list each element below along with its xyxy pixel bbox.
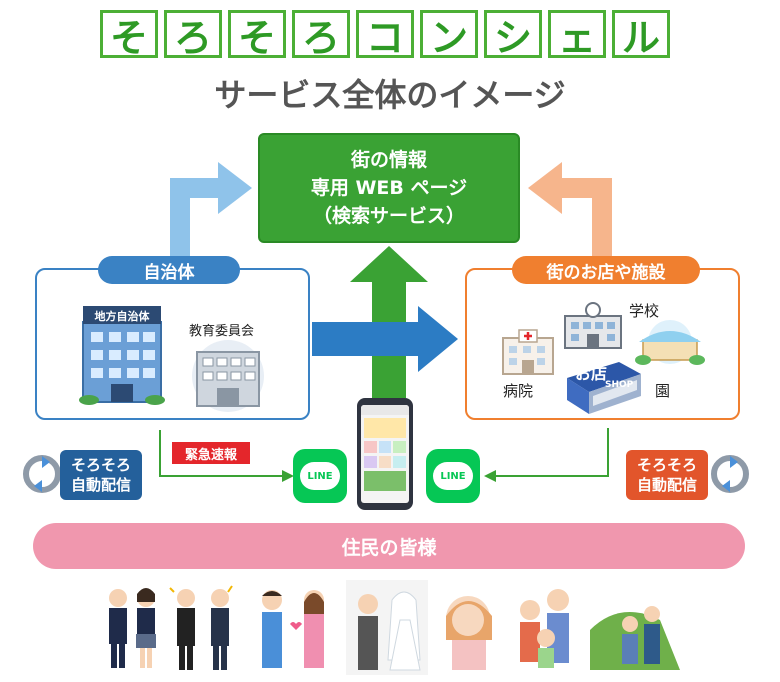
school-building-icon <box>564 302 622 349</box>
municipality-panel: 地方自治体 教育委員会 <box>35 268 310 420</box>
line-app-label: LINE <box>433 462 473 490</box>
school-board-building-icon <box>192 340 264 412</box>
title-char: ン <box>420 10 478 60</box>
shop-sign: SHOP <box>605 380 634 390</box>
education-board-label: 教育委員会 <box>189 324 255 339</box>
family-icon <box>520 589 569 668</box>
sync-icon <box>23 455 61 493</box>
residents-bar: 住民の皆様 <box>33 523 745 569</box>
auto-delivery-right: そろそろ 自動配信 <box>626 450 708 500</box>
arrow-right-up <box>528 162 612 262</box>
web-box-line1: 街の情報 <box>350 149 427 171</box>
hospital-icon <box>502 329 554 375</box>
arrow-left-up <box>170 162 252 262</box>
sync-icon <box>711 455 749 493</box>
web-box-line2: 専用 WEB ページ <box>310 177 468 199</box>
connector-left-head <box>282 470 294 482</box>
hospital-label: 病院 <box>503 382 534 400</box>
smartphone-icon <box>357 398 413 510</box>
smiling-woman-icon <box>446 596 492 670</box>
line-app-icon: LINE <box>426 449 480 503</box>
couple-icon <box>262 590 324 668</box>
building-sign: 地方自治体 <box>94 310 150 323</box>
title-char: コ <box>356 10 414 60</box>
kindergarten-icon <box>635 320 705 365</box>
students-icon <box>109 588 156 668</box>
shops-facilities-panel: 学校 病院 お店 SHOP 園 <box>465 268 740 420</box>
arrow-left-right <box>312 306 458 372</box>
auto-right-line1: そろそろ <box>636 456 697 474</box>
auto-left-line2: 自動配信 <box>70 476 131 494</box>
line-app-label: LINE <box>300 462 340 490</box>
main-title: そ ろ そ ろ コ ン シ ェ ル <box>100 10 680 60</box>
auto-right-line2: 自動配信 <box>636 476 697 494</box>
auto-delivery-left: そろそろ 自動配信 <box>60 450 142 500</box>
connector-right <box>496 428 609 477</box>
title-char: ろ <box>164 10 222 60</box>
shops-facilities-tag: 街のお店や施設 <box>512 256 700 284</box>
phone-screen <box>361 405 409 503</box>
line-app-icon: LINE <box>293 449 347 503</box>
title-char: そ <box>100 10 158 60</box>
shop-label: お店 <box>575 364 608 383</box>
title-char: ェ <box>548 10 606 60</box>
school-label: 学校 <box>629 302 660 320</box>
shop-building-icon <box>567 362 641 414</box>
emergency-alert-badge: 緊急速報 <box>172 442 250 464</box>
municipality-tag: 自治体 <box>98 256 240 284</box>
title-char: シ <box>484 10 542 60</box>
office-building-icon <box>79 306 165 405</box>
residents-illustration <box>109 580 680 675</box>
wedding-couple-icon <box>346 580 428 675</box>
web-page-box: 街の情報 専用 WEB ページ （検索サービス） <box>258 133 520 243</box>
kindergarten-label: 園 <box>655 382 671 400</box>
title-char: そ <box>228 10 286 60</box>
connector-right-head <box>484 470 496 482</box>
business-people-icon <box>169 585 233 670</box>
connector-left <box>159 430 282 477</box>
web-box-line3: （検索サービス） <box>312 205 465 227</box>
title-char: ろ <box>292 10 350 60</box>
title-char: ル <box>612 10 670 60</box>
elderly-couple-icon <box>590 606 680 670</box>
page-subtitle: サービス全体のイメージ <box>214 76 566 114</box>
auto-left-line1: そろそろ <box>70 456 131 474</box>
